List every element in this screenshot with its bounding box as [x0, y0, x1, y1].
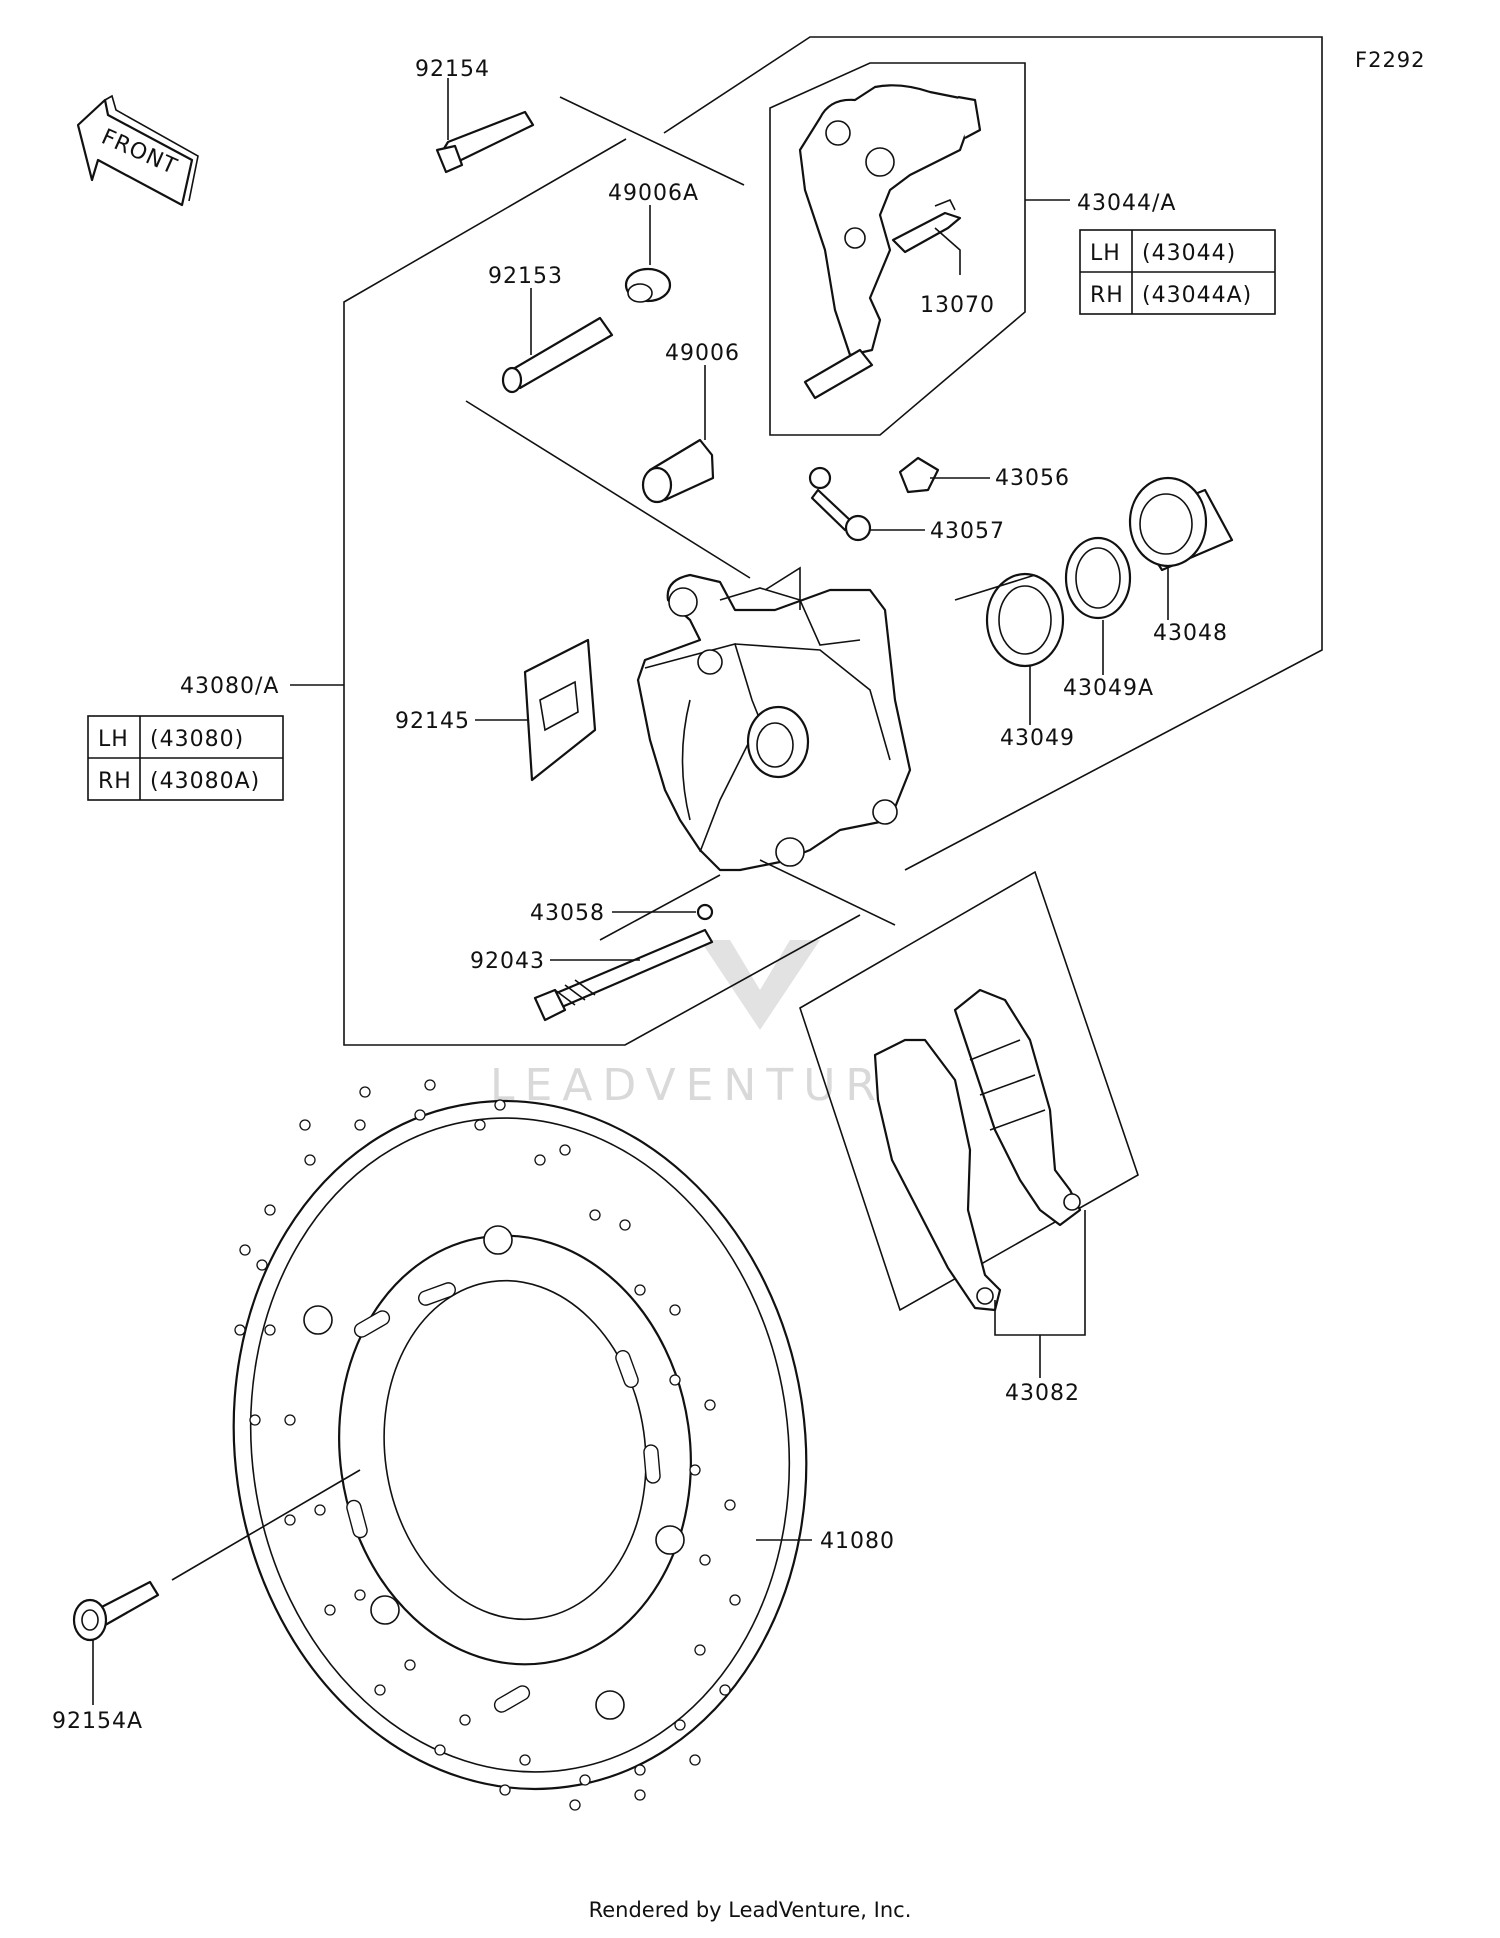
label-92145: 92145 [395, 709, 470, 734]
footer-credit: Rendered by LeadVenture, Inc. [588, 1898, 912, 1922]
caliper-body [636, 566, 912, 872]
bolt-92154 [435, 110, 535, 174]
label-43080: 43080/A [180, 674, 279, 699]
bolt-92154A [72, 1580, 160, 1642]
watermark: LEADVENTURE [490, 940, 924, 1111]
bracket-variant-table: LH (43044) RH (43044A) [1079, 229, 1276, 315]
label-92154A: 92154A [52, 1709, 143, 1734]
bracket-row1-code: (43044) [1142, 241, 1236, 266]
front-arrow-icon: FRONT [76, 94, 199, 207]
seal-43049A [1064, 536, 1132, 620]
label-43048: 43048 [1153, 621, 1228, 646]
label-43056: 43056 [995, 466, 1070, 491]
pin-92153 [501, 316, 614, 394]
caliper-row2-side: RH [98, 769, 132, 794]
boot-49006 [641, 438, 715, 504]
bracket-row2-code: (43044A) [1142, 283, 1252, 308]
label-49006A: 49006A [608, 181, 699, 206]
bracket-row1-side: LH [1090, 241, 1121, 266]
label-43057: 43057 [930, 519, 1005, 544]
spring-92145 [523, 638, 597, 782]
part-labels: 92154 49006A 92153 49006 43044/A 13070 4… [52, 57, 1228, 1734]
bleeder-43056 [898, 456, 940, 494]
label-43044: 43044/A [1077, 191, 1176, 216]
caliper-row1-code: (43080) [150, 727, 244, 752]
brake-disc-41080 [232, 1079, 808, 1811]
label-13070: 13070 [920, 293, 995, 318]
seal-43049 [985, 572, 1065, 668]
label-43049: 43049 [1000, 726, 1075, 751]
diagram-id: F2292 [1355, 48, 1426, 72]
caliper-row2-code: (43080A) [150, 769, 260, 794]
piston-43048 [1128, 476, 1234, 572]
label-43058: 43058 [530, 901, 605, 926]
label-92153: 92153 [488, 264, 563, 289]
label-49006: 49006 [665, 341, 740, 366]
label-41080: 41080 [820, 1529, 895, 1554]
pin-92043 [533, 928, 714, 1022]
bushing-49006A [624, 267, 672, 303]
caliper-row1-side: LH [98, 727, 129, 752]
caliper-variant-table: LH (43080) RH (43080A) [87, 715, 284, 801]
part-43058 [696, 903, 714, 921]
bracket-group [769, 62, 1026, 436]
caliper-assembly-frame [343, 36, 1323, 1046]
cap-43057 [808, 466, 872, 542]
label-92043: 92043 [470, 949, 545, 974]
label-92154: 92154 [415, 57, 490, 82]
pads-group [799, 870, 1139, 1378]
label-43082: 43082 [1005, 1381, 1080, 1406]
watermark-text: LEADVENTURE [490, 1060, 924, 1111]
leader-lines [92, 78, 1169, 1705]
label-43049A: 43049A [1063, 676, 1154, 701]
bracket-row2-side: RH [1090, 283, 1124, 308]
